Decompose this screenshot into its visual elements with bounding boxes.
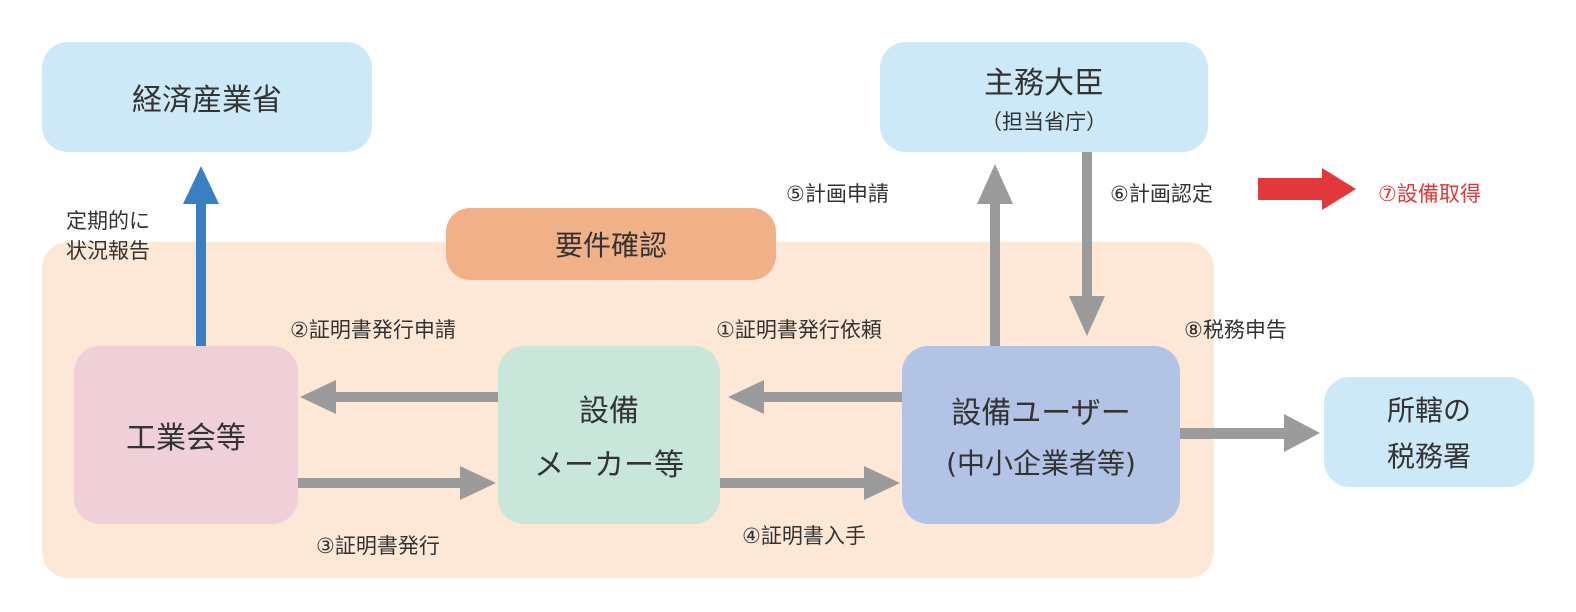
maker-node: 設備 メーカー等: [498, 346, 720, 524]
user-node: 設備ユーザー (中小企業者等): [902, 346, 1180, 524]
arrow-industry-to-maker: [298, 466, 496, 500]
industry-node: 工業会等: [74, 346, 298, 524]
periodic-report-label: 定期的に 状況報告: [66, 206, 150, 266]
periodic-report-line1: 定期的に: [66, 209, 150, 233]
minister-sublabel: （担当省庁）: [981, 110, 1107, 134]
tax-office-label-line1: 所轄の: [1386, 394, 1471, 427]
report-arrow: [183, 166, 219, 346]
meti-node: 経済産業省: [42, 42, 372, 152]
arrow-maker-to-user: [720, 466, 900, 500]
step1-label: ①証明書発行依頼: [716, 318, 882, 342]
arrow-user-to-tax-office: [1180, 414, 1320, 452]
minister-node: 主務大臣 （担当省庁）: [880, 42, 1208, 152]
requirement-node: 要件確認: [446, 208, 776, 280]
maker-label-line1: 設備: [579, 394, 639, 429]
arrow-minister-to-user: [1069, 152, 1105, 336]
step7-label: ⑦設備取得: [1378, 182, 1481, 206]
industry-label: 工業会等: [126, 421, 246, 456]
arrow-user-to-maker: [728, 380, 902, 414]
user-label-line1: 設備ユーザー: [951, 396, 1131, 431]
step5-label: ⑤計画申請: [786, 182, 889, 206]
minister-label: 主務大臣: [984, 66, 1104, 101]
requirement-label: 要件確認: [554, 229, 667, 262]
tax-office-node: 所轄の 税務署: [1324, 377, 1534, 487]
arrow-maker-to-industry: [300, 380, 498, 414]
periodic-report-line2: 状況報告: [66, 239, 150, 263]
step3-label: ③証明書発行: [316, 534, 440, 558]
step6-label: ⑥計画認定: [1110, 182, 1213, 206]
user-label-line2: (中小企業者等): [946, 447, 1136, 480]
tax-office-label-line2: 税務署: [1386, 440, 1471, 473]
arrow-approval-to-acquisition: [1258, 168, 1356, 210]
step8-label: ⑧税務申告: [1184, 318, 1287, 342]
meti-label: 経済産業省: [132, 83, 282, 118]
step2-label: ②証明書発行申請: [290, 318, 456, 342]
step4-label: ④証明書入手: [742, 524, 866, 548]
maker-label-line2: メーカー等: [534, 448, 684, 483]
arrow-user-to-minister: [977, 164, 1013, 346]
